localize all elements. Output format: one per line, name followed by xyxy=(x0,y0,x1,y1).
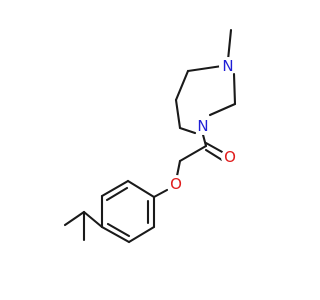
atom-n-methyl: N xyxy=(219,57,237,75)
bond-ch2-oether xyxy=(175,159,182,178)
bonds xyxy=(63,28,237,244)
bond-oether-phenyl xyxy=(152,188,169,199)
atom-o-ether: O xyxy=(167,175,185,193)
bond-n1-c2 xyxy=(208,102,237,117)
bond-ring-2 xyxy=(100,179,130,198)
bond-carbonyl-o-2 xyxy=(204,148,224,162)
structure-canvas: N N O O xyxy=(63,28,239,244)
bond-methyl-n xyxy=(226,28,233,62)
atom-o-ether-label: O xyxy=(170,175,182,193)
bond-ring-1 xyxy=(126,179,156,199)
bond-n4-c5 xyxy=(186,64,224,73)
bond-ring-inner-2 xyxy=(106,222,131,238)
bond-ring-5 xyxy=(127,225,156,244)
atom-labels: N N O O xyxy=(167,57,239,193)
bond-ring-4 xyxy=(100,225,131,244)
bond-c5-c6 xyxy=(174,69,190,102)
atom-n-amide: N xyxy=(194,117,212,135)
bond-c2-c3 xyxy=(232,72,237,106)
bond-ring-isopropyl xyxy=(82,210,104,229)
bond-c7-n1 xyxy=(178,126,197,135)
atom-o-carbonyl-label: O xyxy=(224,148,236,166)
atom-n-methyl-label: N xyxy=(222,57,233,75)
bond-isopropyl-me1 xyxy=(63,210,86,227)
molecule-structure: N N O O xyxy=(63,28,239,244)
bond-ring-inner-1 xyxy=(105,186,129,202)
bond-carbonyl-ch2 xyxy=(178,144,208,163)
atom-o-carbonyl: O xyxy=(221,148,239,166)
bond-c6-c7 xyxy=(174,98,182,130)
atom-n-amide-label: N xyxy=(197,117,208,135)
bond-carbonyl-o-1 xyxy=(204,141,226,155)
